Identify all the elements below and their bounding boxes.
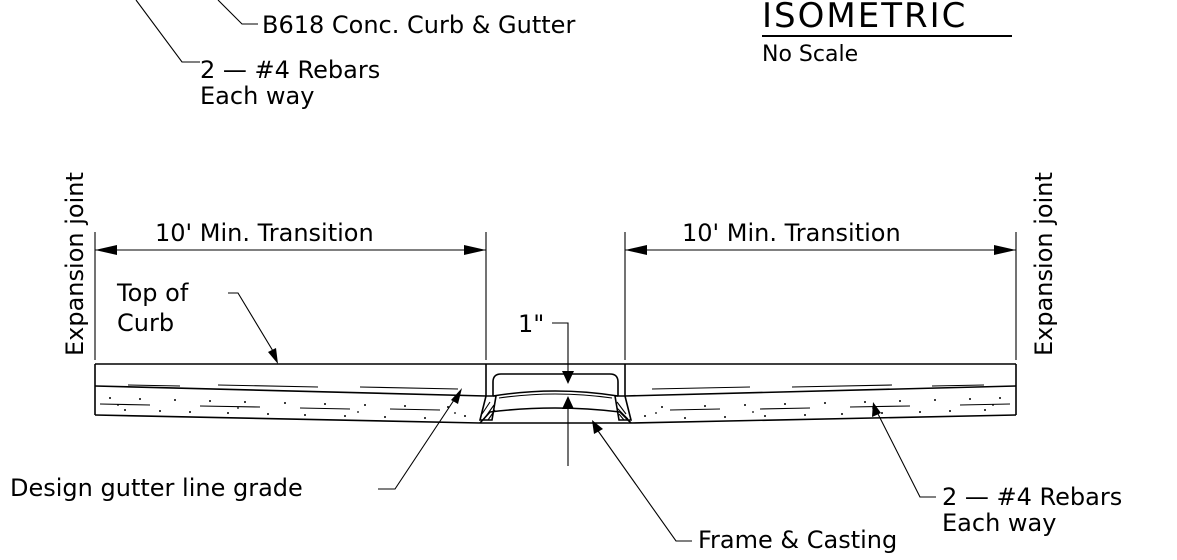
design-gutter-arrowhead <box>451 388 462 404</box>
transition-right-label: 10' Min. Transition <box>682 219 901 247</box>
depression-arrow-up <box>562 396 574 409</box>
top-of-curb-leader <box>228 292 277 357</box>
rebars-right-label-line1: 2 — #4 Rebars <box>942 483 1122 511</box>
frame-and-casting <box>478 363 633 424</box>
transition-left-label: 10' Min. Transition <box>155 219 374 247</box>
design-gutter-leader <box>378 393 459 490</box>
drawing-title: ISOMETRIC <box>762 0 967 36</box>
expansion-joint-left-label: Expansion joint <box>61 172 89 356</box>
rebars-right-label-line2: Each way <box>942 509 1056 537</box>
rebars-right-arrowhead <box>872 402 881 417</box>
frame-casting-label: Frame & Casting <box>698 526 897 554</box>
curb-gutter-label: B618 Conc. Curb & Gutter <box>262 11 575 39</box>
curb-gutter-leader <box>217 0 258 25</box>
right-transition-dimension <box>625 245 1016 255</box>
rebars-top-leader <box>135 0 200 63</box>
expansion-joint-right-label: Expansion joint <box>1030 172 1058 356</box>
depression-leader <box>552 322 569 372</box>
top-of-curb-label-line2: Curb <box>117 309 174 337</box>
top-of-curb-label-line1: Top of <box>116 279 189 307</box>
depression-label: 1" <box>518 310 544 338</box>
right-curb-section <box>624 363 1017 424</box>
scale-note: No Scale <box>762 42 858 67</box>
top-of-curb-arrowhead <box>268 348 278 364</box>
left-curb-section <box>94 363 487 424</box>
rebars-top-label-line2: Each way <box>200 82 314 110</box>
rebars-top-label-line1: 2 — #4 Rebars <box>200 56 380 84</box>
rebars-right-leader <box>875 409 936 498</box>
depression-arrow-down <box>562 371 574 384</box>
frame-casting-leader <box>595 427 692 542</box>
design-gutter-label: Design gutter line grade <box>10 474 303 502</box>
left-transition-dimension <box>95 245 486 255</box>
frame-casting-arrowhead <box>592 420 603 434</box>
